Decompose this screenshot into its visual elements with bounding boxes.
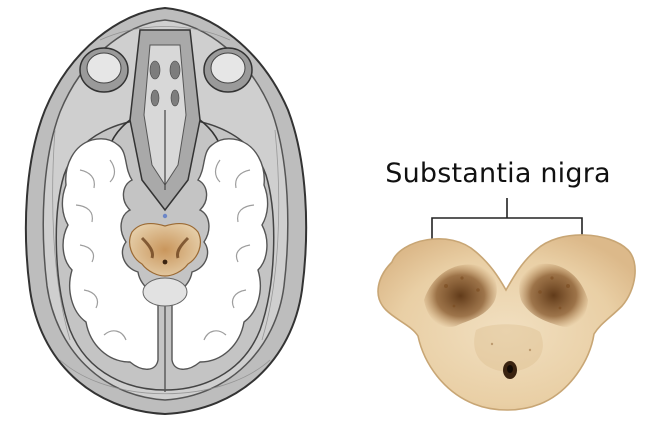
substantia-nigra-label: Substantia nigra bbox=[378, 158, 618, 189]
midbrain-section-outline bbox=[378, 235, 635, 410]
midbrain-cross-section bbox=[378, 235, 635, 410]
cerebellum bbox=[143, 278, 187, 306]
axial-head-section bbox=[26, 8, 306, 414]
